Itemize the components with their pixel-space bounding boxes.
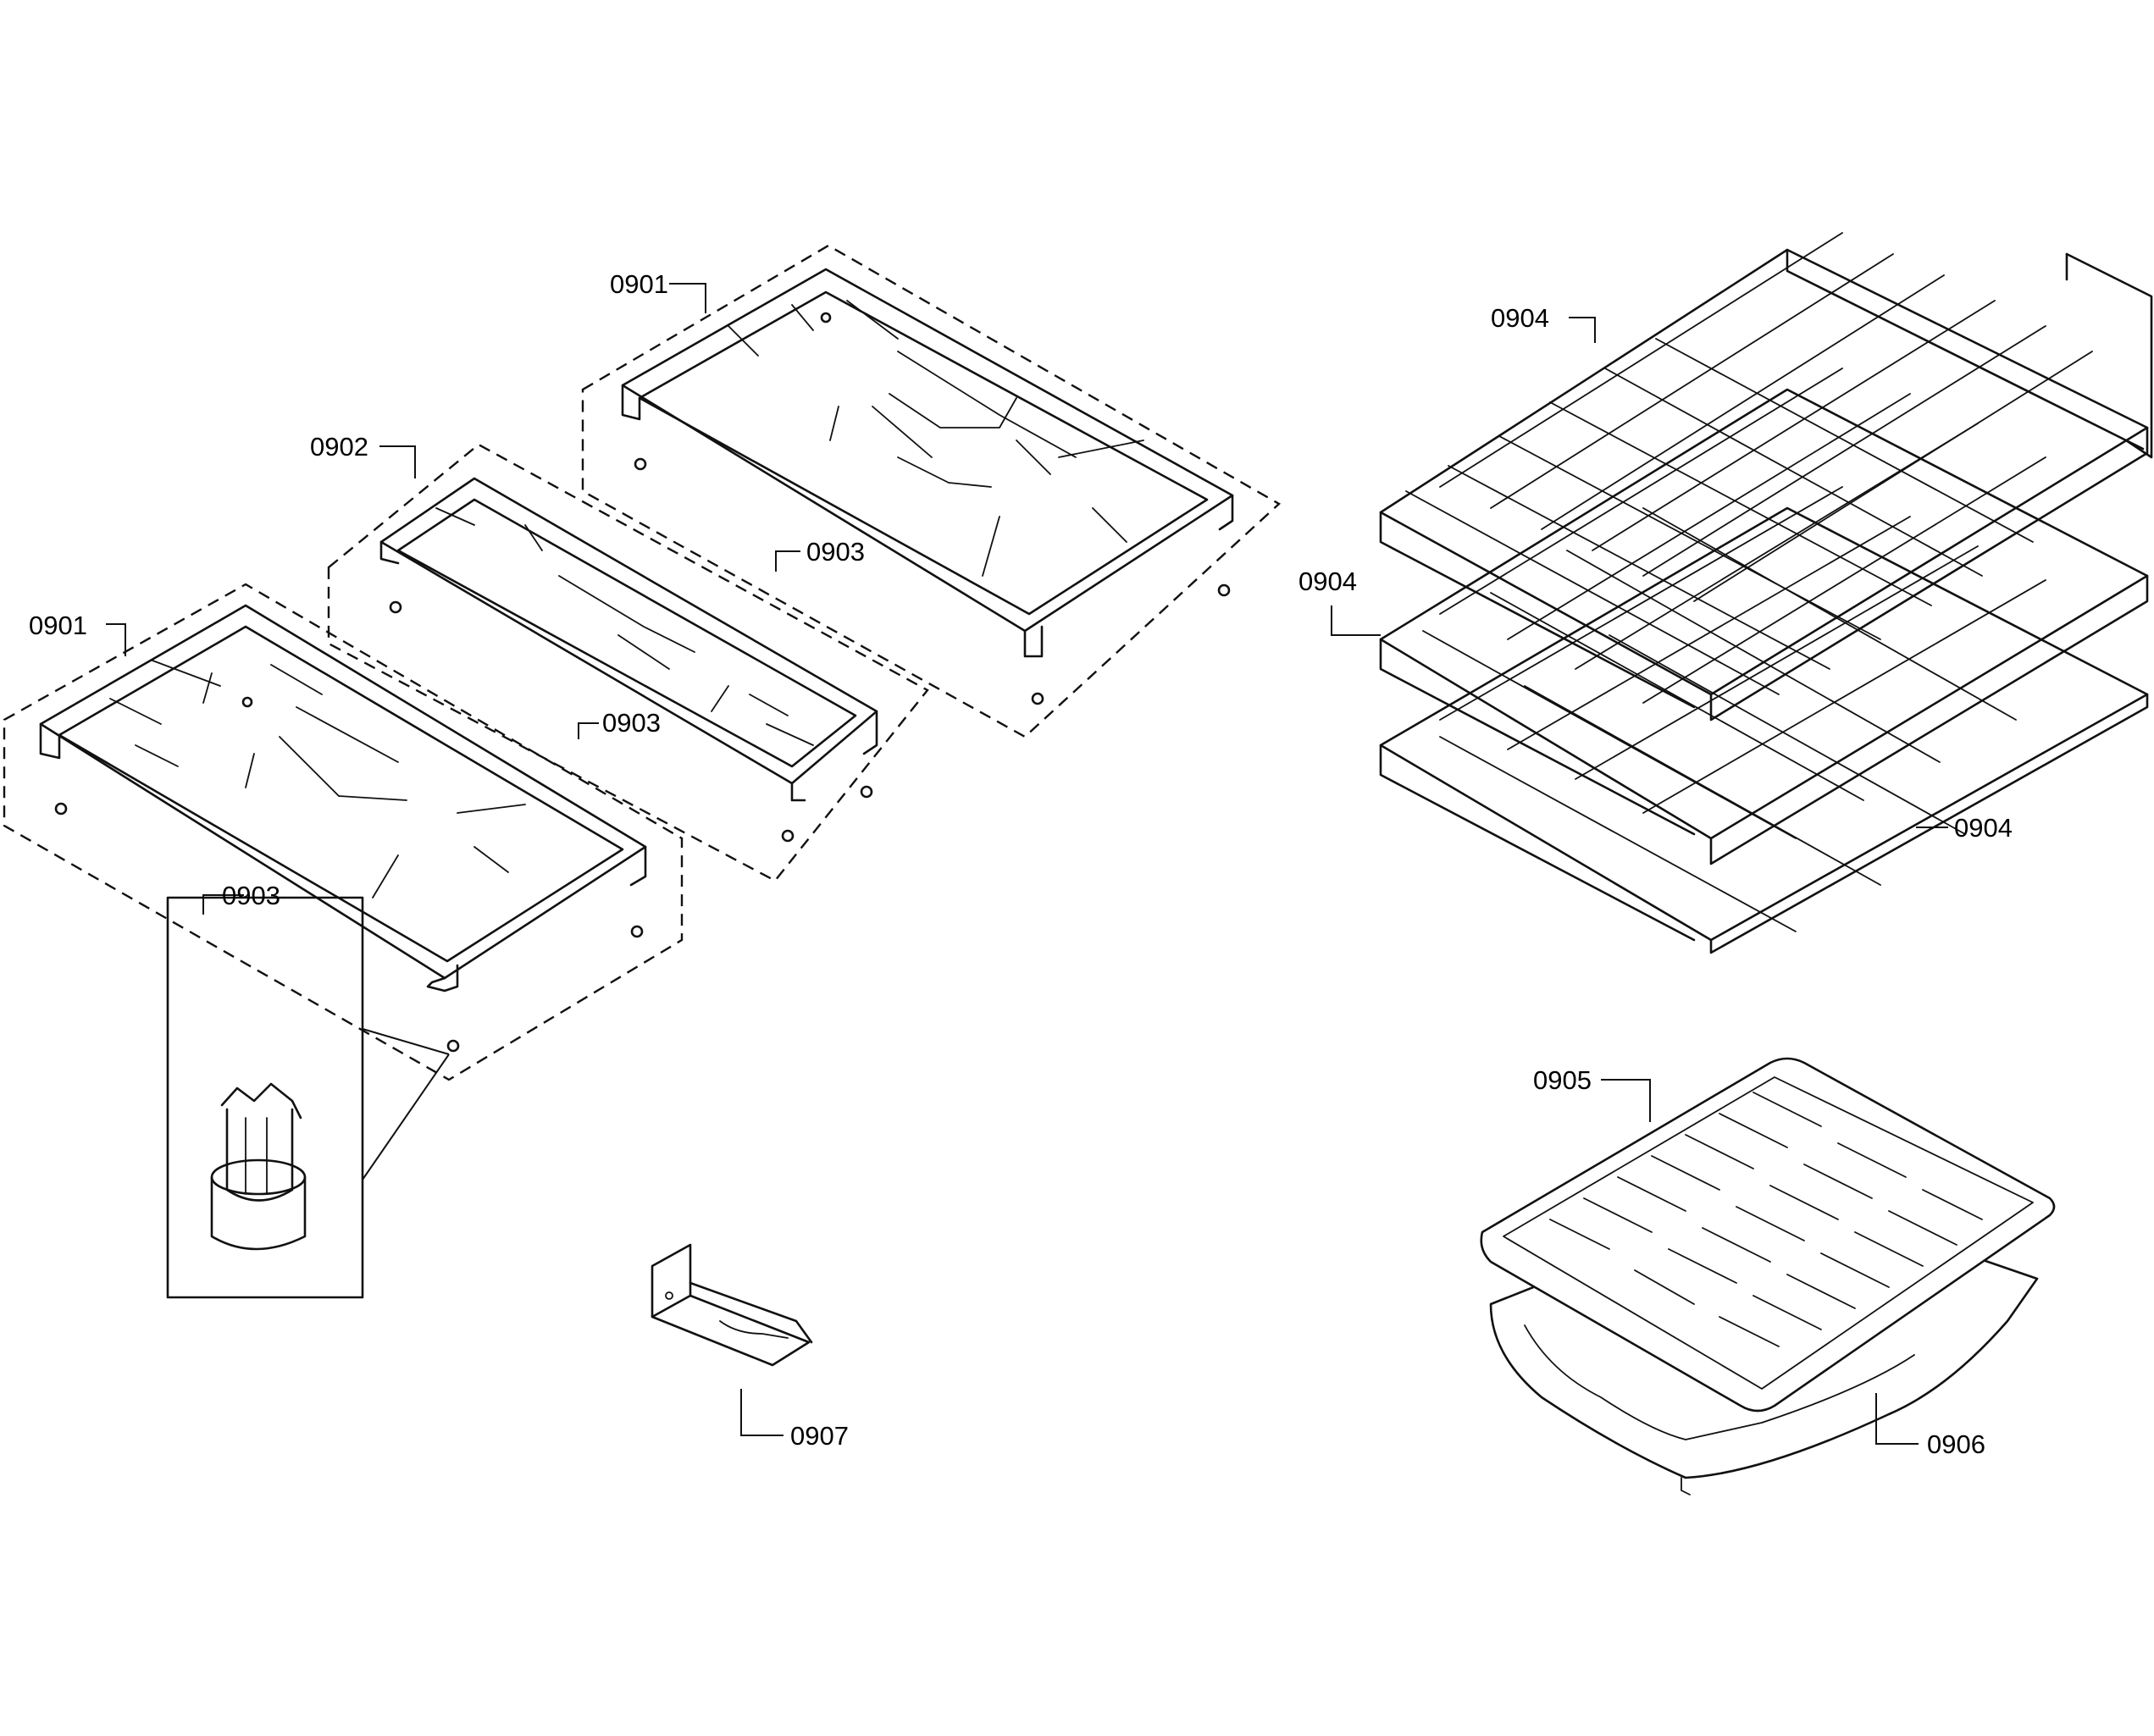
callout-0904-top: 0904 bbox=[1491, 303, 1549, 333]
callout-0906: 0906 bbox=[1927, 1429, 1985, 1459]
grate-right-0901 bbox=[581, 244, 1282, 738]
callout-0901-right: 0901 bbox=[610, 269, 668, 299]
callout-0904-bottom: 0904 bbox=[1954, 813, 2013, 843]
grate-center-0902 bbox=[327, 443, 929, 882]
callout-0905: 0905 bbox=[1533, 1065, 1592, 1095]
grate-left-0901 bbox=[3, 583, 684, 1081]
callout-labels: 0901 0902 0903 0904 0901 0903 0904 0904 … bbox=[29, 269, 2013, 1459]
callout-0903-center: 0903 bbox=[602, 708, 661, 738]
bumper-detail-inset bbox=[166, 896, 450, 1299]
broiler-insert-0905 bbox=[1480, 1057, 2056, 1413]
callout-0903-upper: 0903 bbox=[806, 537, 865, 567]
callout-0904-middle: 0904 bbox=[1298, 567, 1357, 596]
callout-0903-lower: 0903 bbox=[222, 881, 280, 910]
callout-0901-left: 0901 bbox=[29, 611, 87, 640]
bracket-0907 bbox=[651, 1243, 813, 1367]
callout-0907: 0907 bbox=[790, 1421, 849, 1451]
oven-racks-0904 bbox=[1379, 232, 2153, 954]
callout-0902: 0902 bbox=[310, 432, 368, 462]
leader-lines bbox=[106, 283, 1948, 1445]
